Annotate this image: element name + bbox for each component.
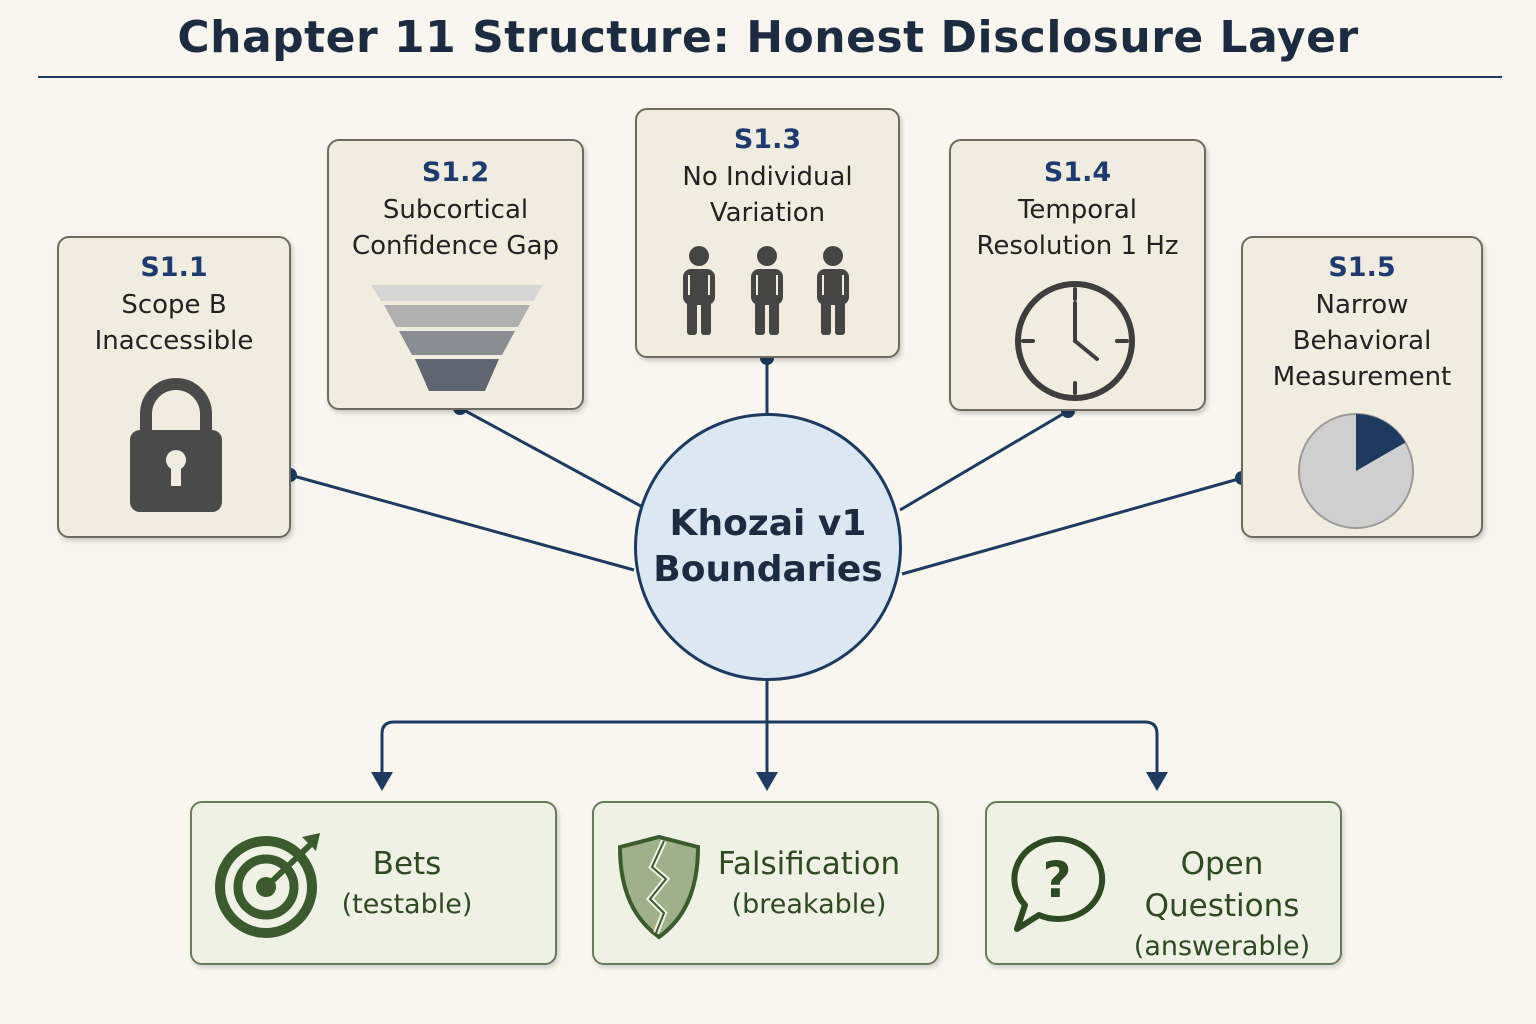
connector-s1-5 bbox=[901, 476, 1243, 576]
section-code: S1.5 bbox=[1328, 252, 1396, 283]
section-code: S1.4 bbox=[1043, 157, 1112, 188]
section-label-line: Variation bbox=[709, 198, 826, 228]
section-label-line: Behavioral bbox=[1292, 326, 1432, 356]
people-icon bbox=[683, 246, 849, 335]
question-bubble-icon: ? bbox=[1011, 835, 1106, 932]
section-label-line: Confidence Gap bbox=[351, 231, 560, 261]
output-title: Open Questions bbox=[1144, 846, 1300, 924]
output-card-open-questions: ? Open Questions (answerable) bbox=[985, 801, 1342, 965]
output-title: Falsification bbox=[717, 846, 901, 882]
connector-to-bets bbox=[380, 720, 767, 773]
central-hub: Khozai v1 Boundaries bbox=[634, 413, 902, 681]
output-text: Bets (testable) bbox=[302, 843, 512, 925]
output-title: Bets bbox=[372, 846, 442, 882]
clock-icon bbox=[1015, 281, 1135, 401]
broken-shield-icon bbox=[617, 834, 701, 940]
section-label-line: Measurement bbox=[1272, 362, 1452, 392]
section-label-line: Narrow bbox=[1315, 290, 1409, 320]
section-label-line: Inaccessible bbox=[94, 326, 254, 356]
arrowhead-bets bbox=[371, 772, 393, 791]
connector-s1-1 bbox=[289, 473, 635, 572]
page-title: Chapter 11 Structure: Honest Disclosure … bbox=[177, 12, 1359, 63]
section-card-s1-5: S1.5 Narrow Behavioral Measurement bbox=[1241, 236, 1483, 538]
section-card-s1-1: S1.1 Scope B Inaccessible bbox=[57, 236, 291, 538]
output-card-falsification: Falsification (breakable) bbox=[592, 801, 939, 965]
arrowhead-falsification bbox=[756, 772, 778, 791]
section-card-s1-3: S1.3 No Individual Variation bbox=[635, 108, 900, 358]
output-subtitle: (answerable) bbox=[1133, 931, 1311, 962]
output-text: Open Questions (answerable) bbox=[1111, 843, 1333, 967]
connector-s1-4 bbox=[899, 409, 1069, 512]
section-label-line: Scope B bbox=[121, 290, 227, 320]
section-label-line: No Individual bbox=[682, 162, 853, 192]
section-card-s1-2: S1.2 Subcortical Confidence Gap bbox=[327, 139, 584, 410]
section-label-line: Resolution 1 Hz bbox=[976, 231, 1179, 261]
hub-line-2: Boundaries bbox=[653, 549, 883, 590]
pie-icon bbox=[1298, 413, 1414, 529]
funnel-icon bbox=[371, 285, 543, 391]
section-code: S1.1 bbox=[140, 252, 208, 283]
section-label-line: Subcortical bbox=[382, 195, 529, 225]
output-text: Falsification (breakable) bbox=[704, 843, 914, 925]
hub-line-1: Khozai v1 bbox=[669, 503, 867, 544]
output-card-bets: Bets (testable) bbox=[190, 801, 557, 965]
output-subtitle: (breakable) bbox=[731, 889, 887, 920]
section-card-s1-4: S1.4 Temporal Resolution 1 Hz bbox=[949, 139, 1206, 411]
output-subtitle: (testable) bbox=[341, 889, 473, 920]
connector-s1-2 bbox=[459, 406, 649, 512]
lock-icon bbox=[130, 378, 222, 512]
section-code: S1.3 bbox=[733, 124, 802, 155]
section-label-line: Temporal bbox=[1017, 195, 1138, 225]
connector-to-open-questions bbox=[767, 720, 1159, 773]
svg-text:?: ? bbox=[1042, 851, 1071, 909]
title-divider bbox=[38, 76, 1502, 78]
arrowhead-open-questions bbox=[1146, 772, 1168, 791]
target-icon bbox=[215, 833, 320, 938]
section-code: S1.2 bbox=[421, 157, 490, 188]
